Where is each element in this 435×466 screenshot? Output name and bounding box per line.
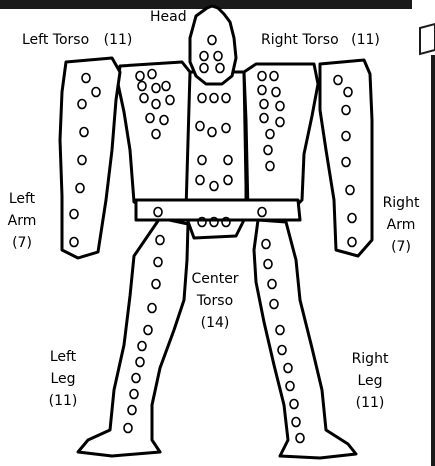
right-torso-label: Right Torso (11) [261,33,380,47]
center-torso-line2: Torso [180,290,250,312]
right-arm-line1: Right [378,192,424,214]
waist-band [136,200,300,220]
center-torso-line1: Center [180,268,250,290]
right-leg-line2: Leg [343,370,397,392]
left-arm-label: Left Arm (7) [4,188,40,254]
right-arm-label: Right Arm (7) [378,192,424,258]
head-label: Head [150,10,187,24]
right-torso-armor: (11) [351,32,380,48]
right-arm-line2: Arm [378,214,424,236]
right-leg-armor: (11) [343,392,397,414]
right-leg-label: Right Leg (11) [343,348,397,414]
left-arm-outline [60,58,120,258]
center-torso-armor: (14) [180,312,250,334]
left-leg-line2: Leg [40,368,86,390]
left-leg-armor: (11) [40,390,86,412]
right-leg-line1: Right [343,348,397,370]
right-torso-outline [244,64,318,212]
right-leg-outline [254,220,356,458]
left-arm-armor: (7) [4,232,40,254]
left-torso-armor: (11) [104,32,133,48]
right-frame-edge [431,55,435,466]
left-torso-label: Left Torso (11) [22,33,132,47]
center-torso-label: Center Torso (14) [180,268,250,334]
left-leg-line1: Left [40,346,86,368]
left-leg-label: Left Leg (11) [40,346,86,412]
right-arm-armor: (7) [378,236,424,258]
left-arm-line1: Left [4,188,40,210]
left-arm-line2: Arm [4,210,40,232]
right-frame-corner [420,24,435,54]
left-torso-name: Left Torso [22,32,89,48]
right-torso-name: Right Torso [261,32,339,48]
